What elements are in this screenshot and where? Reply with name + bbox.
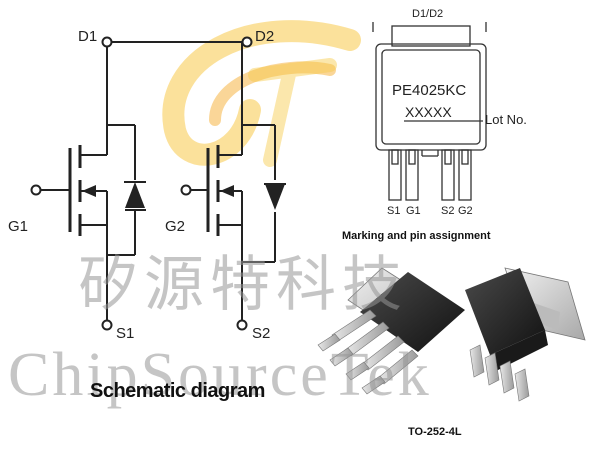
marking-pin-s1: S1 [387, 205, 401, 217]
mosfet-2-symbol [190, 124, 286, 320]
terminal-d2 [241, 36, 253, 48]
package-tab-outline [391, 25, 471, 47]
mosfet-2-body-arrow [220, 185, 234, 197]
marking-lot-label: Lot No. [485, 112, 527, 127]
pin-label-g1: G1 [8, 218, 29, 235]
schematic-caption: Schematic diagram [90, 380, 265, 402]
terminal-s1 [101, 319, 113, 331]
terminal-d1 [101, 36, 113, 48]
marking-lot-code: XXXXX [405, 104, 452, 120]
watermark-logo-swoosh-inner [209, 61, 336, 126]
diode-2-triangle [265, 184, 285, 210]
watermark-english-text: ChipSourceTek [8, 341, 432, 409]
pin-label-s2: S2 [252, 325, 271, 342]
marking-header-label: D1/D2 [412, 8, 444, 20]
pin-label-s1: S1 [116, 325, 135, 342]
package-render-angled-view [465, 267, 586, 402]
mosfet-1-body-arrow [82, 185, 96, 197]
marking-part-number: PE4025KC [392, 82, 467, 99]
pin-label-g2: G2 [165, 218, 186, 235]
marking-pin-g1: G1 [406, 205, 421, 217]
package-caption: TO-252-4L [408, 426, 462, 438]
diode-1-triangle [125, 182, 145, 208]
mosfet-1-symbol [40, 124, 146, 320]
watermark-chinese-text: 矽源特科技 [78, 250, 408, 320]
marking-pin-s2: S2 [441, 205, 455, 217]
marking-pin-g2: G2 [458, 205, 473, 217]
package-pins-outline [388, 149, 472, 201]
package-body-outline [375, 43, 487, 151]
terminal-g2 [180, 184, 192, 196]
pin-label-d2: D2 [255, 28, 275, 45]
terminal-s2 [236, 319, 248, 331]
marking-caption: Marking and pin assignment [342, 230, 491, 242]
package-render-top-view [317, 267, 465, 395]
watermark-logo-t [248, 58, 337, 167]
watermark-logo-swoosh-outer [162, 20, 361, 166]
pin-label-d1: D1 [78, 28, 98, 45]
terminal-g1 [30, 184, 42, 196]
